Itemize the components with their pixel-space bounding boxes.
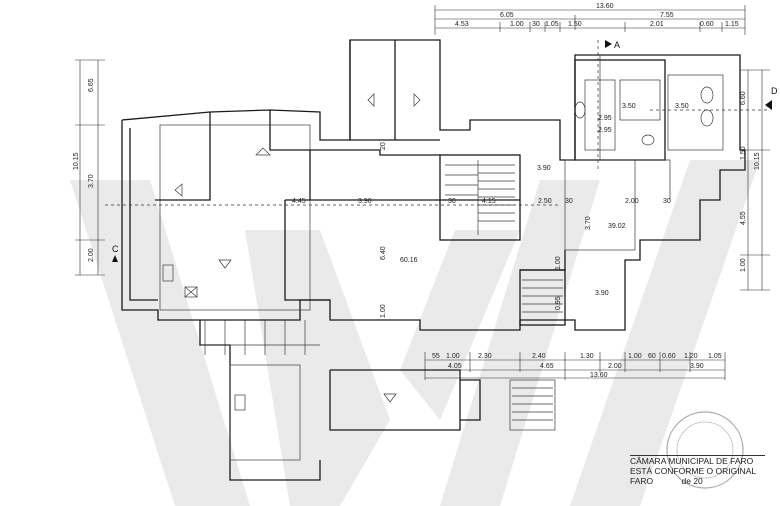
dim-int-5: 2.00 xyxy=(625,198,639,205)
dim-top-sub-7: 0.60 xyxy=(700,21,714,28)
official-seal xyxy=(666,411,744,489)
dim-top-sub-1: 4.53 xyxy=(455,21,469,28)
dim-bot-sub-1: 4.05 xyxy=(448,363,462,370)
area-wc: 2.95 xyxy=(598,115,612,122)
dim-int-8: 20 xyxy=(380,142,387,150)
dim-top-row-1: 6.05 xyxy=(500,12,514,19)
fixtures xyxy=(162,86,714,411)
dim-int-12: 0.95 xyxy=(555,296,562,310)
dim-top-sub-4: 1.05 xyxy=(545,21,559,28)
left-dimension-lines xyxy=(75,59,105,276)
dim-int-16: 30 xyxy=(565,198,573,205)
section-marker-a: A xyxy=(605,40,620,50)
bottom-dimension-lines xyxy=(424,352,726,380)
dim-right-3: 4.55 xyxy=(740,211,747,225)
dim-left-1: 6.65 xyxy=(88,78,95,92)
dim-bot-10: 1.05 xyxy=(708,353,722,360)
dim-int-13: 2.95 xyxy=(598,127,612,134)
dim-top-sub-5: 1.50 xyxy=(568,21,582,28)
area-main: 60.16 xyxy=(400,257,418,264)
dim-right-4: 1.00 xyxy=(740,258,747,272)
dim-int-10: 3.70 xyxy=(585,216,592,230)
section-marker-c: C xyxy=(112,244,119,262)
dim-top-sub-2: 1.00 xyxy=(510,21,524,28)
dim-bot-5: 1.30 xyxy=(580,353,594,360)
dim-int-11: 1.00 xyxy=(555,256,562,270)
stamp-line-3-city: FARO xyxy=(630,476,654,486)
section-marker-d-label: D xyxy=(771,86,778,96)
dim-bot-sub-3: 2.00 xyxy=(608,363,622,370)
dim-int-2: 3.90 xyxy=(358,198,372,205)
stairs-bottom xyxy=(512,387,553,421)
building-outline xyxy=(105,39,770,481)
area-right: 39.02 xyxy=(608,223,626,230)
dim-bot-total: 13.60 xyxy=(590,372,608,379)
stairs-lower xyxy=(522,279,563,313)
dim-bot-4: 2.40 xyxy=(532,353,546,360)
dim-int-15: 2.50 xyxy=(538,198,552,205)
dim-int-6: 30 xyxy=(663,198,671,205)
area-bath: 3.50 xyxy=(675,103,689,110)
dim-bot-1: 55 xyxy=(432,353,440,360)
dim-top-sub-6: 2.01 xyxy=(650,21,664,28)
dim-top-total: 13.60 xyxy=(596,3,614,10)
dim-left-3: 3.70 xyxy=(88,174,95,188)
dim-int-14: 3.90 xyxy=(537,165,551,172)
area-stair: 3.90 xyxy=(595,290,609,297)
section-marker-d: D xyxy=(765,86,778,110)
stamp-line-3-date: de 20 xyxy=(681,476,703,486)
dim-bot-8: 0.60 xyxy=(662,353,676,360)
stamp-line-2: ESTÁ CONFORME O ORIGINAL xyxy=(630,466,757,476)
dim-bot-6: 1.00 xyxy=(628,353,642,360)
dim-int-3: 4.15 xyxy=(482,198,496,205)
slope-arrows xyxy=(174,93,421,403)
area-closet: 3.50 xyxy=(622,103,636,110)
dim-left-4: 2.00 xyxy=(88,248,95,262)
dim-right-2: 10.15 xyxy=(754,152,761,170)
top-dimension-lines xyxy=(434,5,746,35)
dim-top-row-2: 7.55 xyxy=(660,12,674,19)
dim-right-5: 1.50 xyxy=(740,146,747,160)
dim-top-sub-8: 1.15 xyxy=(725,21,739,28)
pergola-beams xyxy=(200,320,320,355)
dim-top-sub-3: 30 xyxy=(532,21,540,28)
right-dimension-lines xyxy=(740,69,770,291)
dimension-labels: 13.60 6.05 7.55 4.53 1.00 30 1.05 1.50 2… xyxy=(73,3,761,379)
dim-bot-3: 2.30 xyxy=(478,353,492,360)
dim-int-7: 6.40 xyxy=(380,246,387,260)
section-marker-a-label: A xyxy=(614,40,620,50)
dim-bot-9: 1.20 xyxy=(684,353,698,360)
dim-int-4: 30 xyxy=(448,198,456,205)
dim-bot-sub-4: 3.90 xyxy=(690,363,704,370)
dim-int-1: 4.45 xyxy=(292,198,306,205)
dim-int-9: 1.00 xyxy=(380,304,387,318)
section-marker-c-label: C xyxy=(112,244,119,254)
dim-bot-7: 60 xyxy=(648,353,656,360)
approval-stamp: CÂMARA MUNICIPAL DE FARO ESTÁ CONFORME O… xyxy=(630,455,765,502)
area-labels: 60.16 39.02 3.50 3.90 2.95 3.50 xyxy=(400,103,689,297)
stamp-line-1: CÂMARA MUNICIPAL DE FARO xyxy=(630,456,754,466)
dim-bot-sub-2: 4.65 xyxy=(540,363,554,370)
dim-bot-2: 1.00 xyxy=(446,353,460,360)
dim-right-1: 6.60 xyxy=(740,91,747,105)
stamp-line-3: FARO de 20 xyxy=(630,476,765,486)
dim-left-2: 10.15 xyxy=(73,152,80,170)
